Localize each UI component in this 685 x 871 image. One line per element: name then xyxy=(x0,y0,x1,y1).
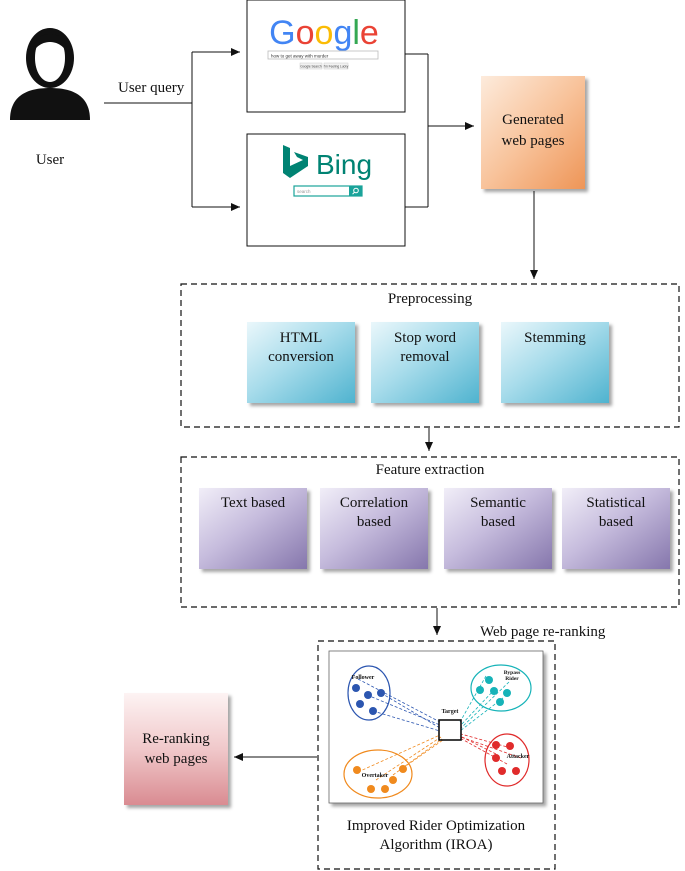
generated-line1: Generated xyxy=(502,112,564,128)
feature-correlation-line2: based xyxy=(357,514,392,530)
feature-correlation-based xyxy=(320,488,428,569)
user-icon xyxy=(10,28,90,120)
target-square xyxy=(438,719,462,741)
feature-extraction-group xyxy=(180,456,680,608)
feature-semantic-line2: based xyxy=(481,514,516,530)
generated-line2: web pages xyxy=(502,133,565,149)
feature-correlation-line1: Correlation xyxy=(340,495,409,511)
google-lucky-button[interactable] xyxy=(323,62,349,70)
bypass-riders xyxy=(476,676,511,706)
overtaker-riders xyxy=(353,765,407,793)
overtaker-group xyxy=(343,749,413,799)
preprocessing-title: Preprocessing xyxy=(388,291,473,307)
bypass-label-1: Bypass xyxy=(504,670,521,676)
preprocessing-group xyxy=(180,283,680,428)
output-line1: Re-ranking xyxy=(142,731,210,747)
feature-statistical-line1: Statistical xyxy=(586,495,645,511)
step-stemming xyxy=(501,322,609,403)
feature-text-line1: Text based xyxy=(221,495,286,511)
feature-extraction-title: Feature extraction xyxy=(376,462,485,478)
feature-semantic-line1: Semantic xyxy=(470,495,526,511)
user-query-label: User query xyxy=(118,80,185,96)
overtaker-label: Overtaker xyxy=(362,773,389,779)
follower-label: Follower xyxy=(352,675,375,681)
step-stemming-line1: Stemming xyxy=(524,330,586,346)
google-btn2-label: I'm Feeling Lucky xyxy=(324,65,349,69)
reranked-pages-box xyxy=(124,693,228,805)
iroa-title-line2: Algorithm (IROA) xyxy=(380,837,493,853)
attacker-riders xyxy=(492,741,520,775)
bypass-label-2: Rider xyxy=(505,676,519,682)
user-query-connector xyxy=(104,48,240,211)
step-html-conversion xyxy=(247,322,355,403)
target-label: Target xyxy=(442,709,459,715)
google-btn1-label: Google Search xyxy=(300,65,321,69)
step-html-line1: HTML xyxy=(280,330,323,346)
iroa-rays xyxy=(357,675,522,781)
follower-group xyxy=(347,665,391,721)
google-search-text: how to get away with murder xyxy=(271,54,329,59)
generated-pages-box xyxy=(481,76,585,189)
reranking-label: Web page re-ranking xyxy=(480,624,606,640)
follower-riders xyxy=(352,684,385,715)
bing-logo-text: Bing xyxy=(316,149,372,180)
step-stop-word-removal xyxy=(371,322,479,403)
step-stopword-line1: Stop word xyxy=(394,330,457,346)
iroa-illustration xyxy=(328,650,544,804)
bypass-rider-group xyxy=(470,664,532,712)
iroa-title-line1: Improved Rider Optimization xyxy=(347,818,526,834)
attacker-group xyxy=(484,733,530,787)
results-connector xyxy=(405,53,474,208)
feature-statistical-line2: based xyxy=(599,514,634,530)
bing-search-button[interactable] xyxy=(349,186,362,196)
user-label: User xyxy=(36,152,64,168)
google-search-button[interactable] xyxy=(299,62,323,70)
attacker-label: Attacker xyxy=(507,754,530,760)
step-html-line2: conversion xyxy=(268,349,334,365)
iroa-group xyxy=(317,640,556,870)
feature-statistical-based xyxy=(562,488,670,569)
google-logo: Google xyxy=(269,14,379,52)
output-line2: web pages xyxy=(145,751,208,767)
step-stopword-line2: removal xyxy=(400,349,449,365)
bing-search-icon xyxy=(353,187,359,194)
feature-semantic-based xyxy=(444,488,552,569)
google-search-input[interactable] xyxy=(267,50,379,60)
bing-search-placeholder: search xyxy=(297,189,311,194)
feature-text-based xyxy=(199,488,307,569)
bing-logo-icon xyxy=(283,145,308,178)
